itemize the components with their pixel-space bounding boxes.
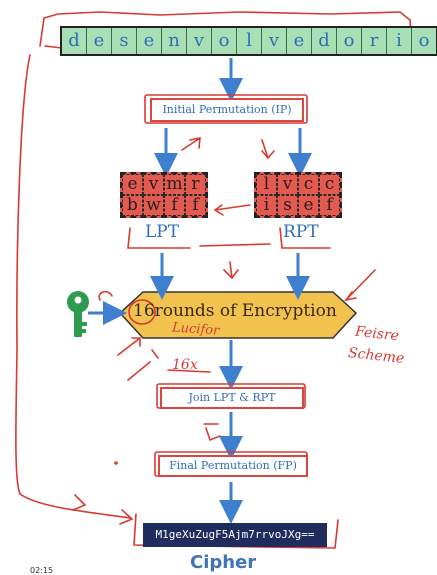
rounds-hexagon xyxy=(118,291,358,339)
initial-permutation-box: Initial Permutation (IP) xyxy=(150,98,304,122)
rounds-label: 16rounds of Encryption xyxy=(133,301,337,321)
plaintext-cell: d xyxy=(312,28,337,54)
rpt-cell: e xyxy=(298,195,319,216)
cipher-text-box: M1geXuZugF5Ajm7rrvoJXg== xyxy=(143,523,327,547)
rpt-label: RPT xyxy=(283,222,319,242)
plaintext-cell: v xyxy=(262,28,287,54)
key-icon xyxy=(67,291,89,337)
plaintext-cell: i xyxy=(387,28,412,54)
lpt-cell: m xyxy=(164,174,185,195)
plaintext-cell: e xyxy=(287,28,312,54)
rpt-cell: c xyxy=(319,174,340,195)
lpt-cell: b xyxy=(122,195,143,216)
rpt-cell: v xyxy=(277,174,298,195)
annotation-16x: 16x xyxy=(172,357,198,373)
timestamp: 02:15 xyxy=(30,566,54,575)
cipher-label: Cipher xyxy=(190,552,257,573)
rpt-cell: f xyxy=(319,195,340,216)
lpt-cell: v xyxy=(143,174,164,195)
lpt-cell: e xyxy=(122,174,143,195)
plaintext-cell: r xyxy=(362,28,387,54)
lpt-cell: f xyxy=(164,195,185,216)
plaintext-cell: o xyxy=(337,28,362,54)
plaintext-cell: s xyxy=(112,28,137,54)
plaintext-cell: d xyxy=(62,28,87,54)
dot-mark xyxy=(114,461,118,465)
lpt-cell: f xyxy=(185,195,206,216)
rpt-cell: c xyxy=(298,174,319,195)
final-permutation-box: Final Permutation (FP) xyxy=(158,455,308,477)
plaintext-cell: o xyxy=(418,30,430,51)
plaintext-cell: o xyxy=(212,28,237,54)
rpt-cell: l xyxy=(256,174,277,195)
lpt-cell: r xyxy=(185,174,206,195)
plaintext-cell: v xyxy=(187,28,212,54)
lpt-cell: w xyxy=(143,195,164,216)
lpt-label: LPT xyxy=(145,222,180,242)
plaintext-cell: n xyxy=(162,28,187,54)
plaintext-cell: e xyxy=(137,28,162,54)
rpt-cell: s xyxy=(277,195,298,216)
join-box: Join LPT & RPT xyxy=(160,387,304,409)
annotation-lucifer: Lucifor xyxy=(171,320,220,339)
plaintext-cell: l xyxy=(237,28,262,54)
plaintext-cell: e xyxy=(87,28,112,54)
rpt-cell: i xyxy=(256,195,277,216)
